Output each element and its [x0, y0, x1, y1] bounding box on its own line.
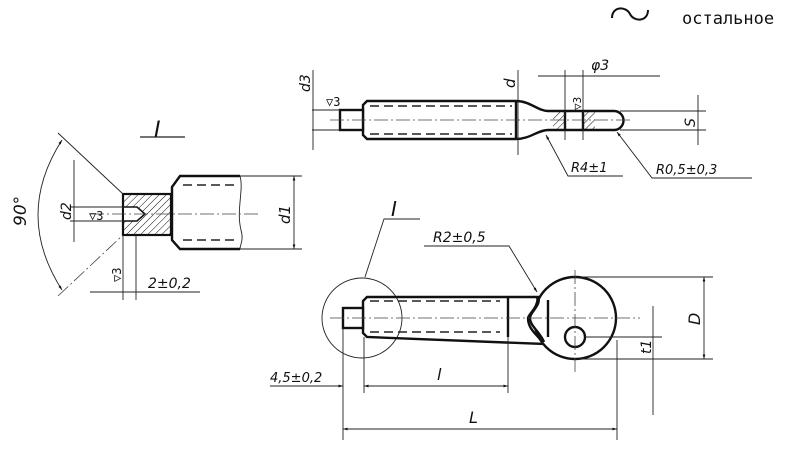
roughness-symbol: ▽3 — [326, 95, 340, 109]
roughness-symbol: ▽3 — [571, 97, 584, 110]
D-label: D — [685, 313, 704, 325]
s-label: S — [683, 118, 699, 127]
angle-label: 90° — [11, 196, 31, 226]
d3-label: d3 — [298, 74, 314, 92]
detail-view: I d1 d2 ▽3 90° 2±0,2 ▽3 — [11, 118, 302, 300]
pin-length-label: 4,5±0,2 — [270, 371, 322, 386]
detail-title: I — [154, 118, 161, 143]
roughness-symbol: ▽3 — [89, 209, 103, 223]
l-label: l — [437, 365, 442, 384]
hole-diameter-label: φ3 — [591, 58, 609, 74]
d2-label: d2 — [59, 202, 75, 220]
d-label: d — [501, 78, 519, 88]
detail-ref-label: I — [391, 197, 397, 221]
roughness-note: остальное — [611, 7, 774, 29]
roughness-note-text: остальное — [682, 9, 774, 29]
L-label: L — [469, 408, 478, 427]
t1-label: t1 — [639, 340, 655, 354]
r-neck-label: R4±1 — [571, 161, 607, 176]
r-end-label: R0,5±0,3 — [656, 163, 717, 178]
top-view: d3 ▽3 d φ3 ▽3 S R4±1 R0,5±0,3 — [298, 58, 752, 179]
wavy-tilde-icon — [611, 7, 649, 21]
d1-label: d1 — [276, 205, 294, 224]
main-view: I R2±0,5 D t1 4,5±0,2 l L — [270, 197, 713, 440]
r-head-label: R2±0,5 — [433, 230, 486, 246]
tip-length-label: 2±0,2 — [148, 276, 191, 292]
roughness-symbol: ▽3 — [110, 268, 124, 282]
